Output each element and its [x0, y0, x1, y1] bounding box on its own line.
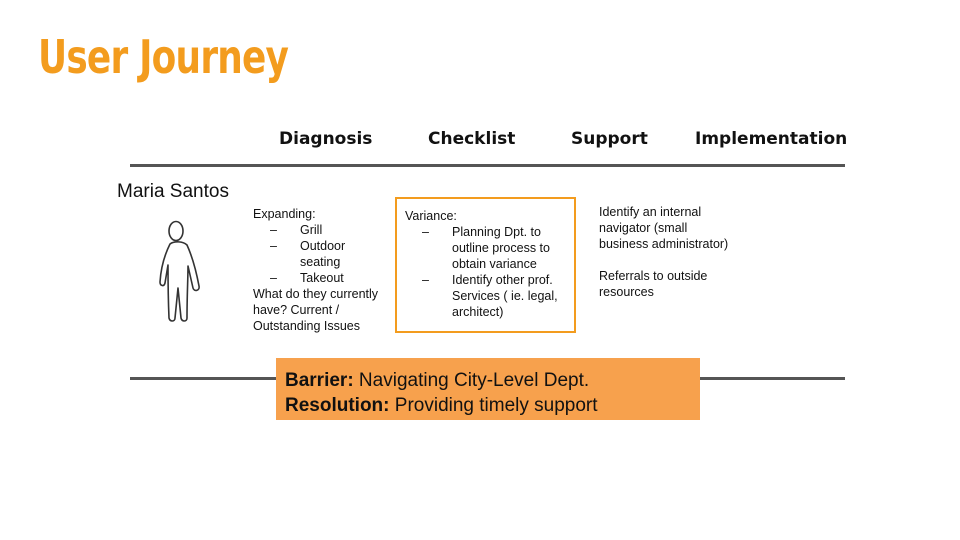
- checklist-intro: Variance:: [405, 209, 457, 223]
- diagnosis-intro: Expanding:: [253, 207, 316, 221]
- list-item: Outdoor seating: [253, 238, 360, 270]
- barrier-resolution-callout: Barrier: Navigating City-Level Dept. Res…: [276, 358, 700, 420]
- resolution-line: Resolution: Providing timely support: [285, 393, 700, 418]
- resolution-label: Resolution:: [285, 395, 390, 416]
- checklist-cell: Variance: Planning Dpt. to outline proce…: [405, 208, 575, 320]
- diagnosis-list: Grill Outdoor seating Takeout: [253, 222, 403, 286]
- person-icon: [159, 220, 200, 322]
- support-navigator: Identify an internal navigator (small bu…: [599, 205, 729, 251]
- barrier-line: Barrier: Navigating City-Level Dept.: [285, 368, 700, 393]
- column-header-support: Support: [571, 129, 648, 149]
- list-item: Planning Dpt. to outline process to obta…: [405, 224, 570, 272]
- page-title: User Journey: [38, 30, 289, 84]
- barrier-text: Navigating City-Level Dept.: [353, 370, 590, 391]
- resolution-text: Providing timely support: [389, 395, 598, 416]
- list-item: Grill: [253, 222, 403, 238]
- support-referrals: Referrals to outside resources: [599, 269, 708, 299]
- list-item: Takeout: [253, 270, 403, 286]
- header-divider: [130, 164, 845, 167]
- checklist-list: Planning Dpt. to outline process to obta…: [405, 224, 575, 320]
- list-item: Identify other prof. Services ( ie. lega…: [405, 272, 570, 320]
- column-header-checklist: Checklist: [428, 129, 516, 149]
- barrier-label: Barrier:: [285, 370, 354, 391]
- column-header-diagnosis: Diagnosis: [279, 129, 373, 149]
- diagnosis-cell: Expanding: Grill Outdoor seating Takeout…: [253, 206, 403, 334]
- column-header-implementation: Implementation: [695, 129, 848, 149]
- checklist-highlight-box: [395, 197, 576, 333]
- support-cell: Identify an internal navigator (small bu…: [599, 204, 729, 300]
- persona-name: Maria Santos: [117, 181, 229, 202]
- diagnosis-question: What do they currently have? Current / O…: [253, 287, 379, 333]
